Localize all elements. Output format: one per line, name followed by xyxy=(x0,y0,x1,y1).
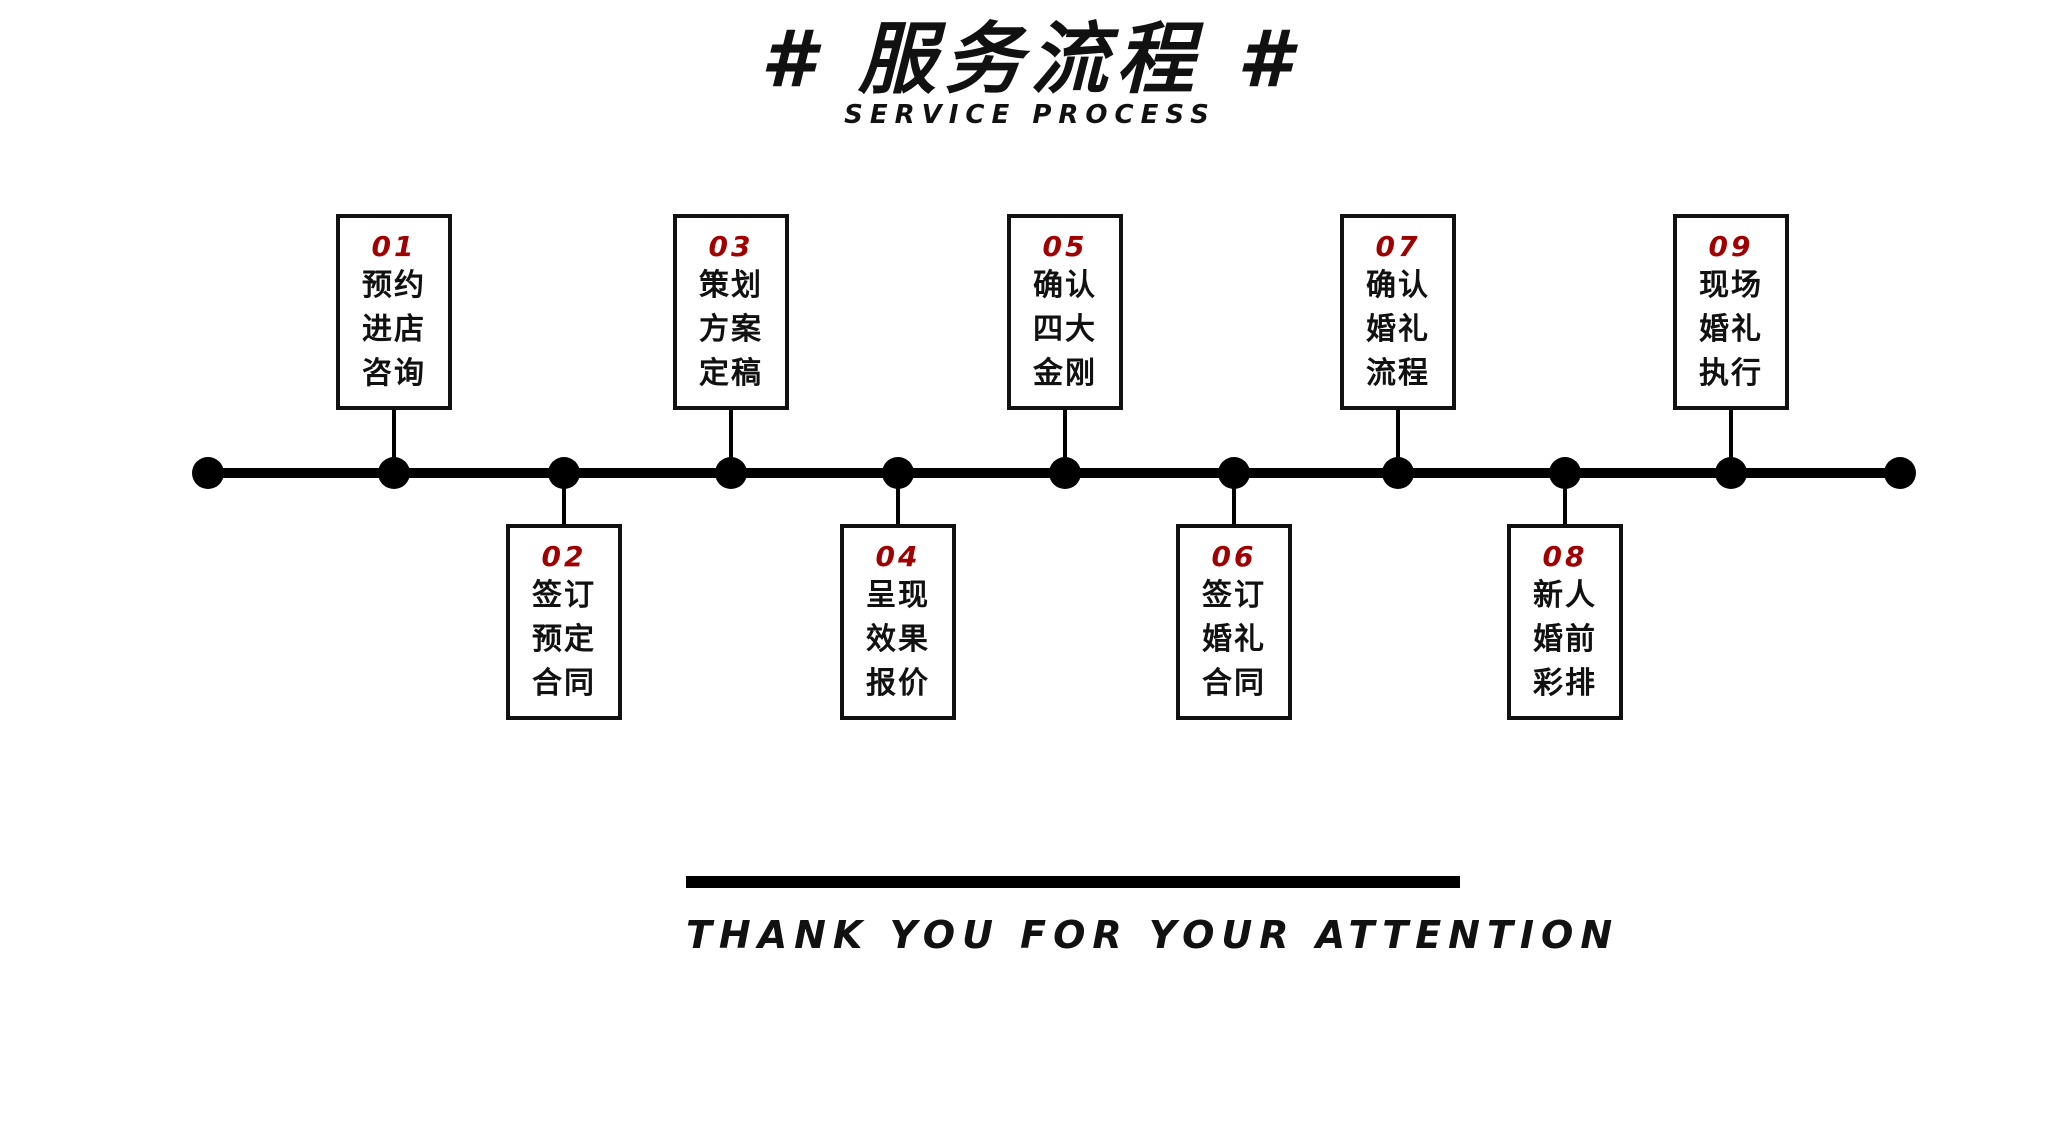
step-number: 09 xyxy=(1708,230,1754,263)
step-card: 05 确认四大金刚 xyxy=(1007,214,1123,410)
step-connector xyxy=(1729,410,1733,473)
step-card: 04 呈现效果报价 xyxy=(840,524,956,720)
step-label-line: 合同 xyxy=(532,666,596,701)
timeline-start-dot xyxy=(192,457,224,489)
step-card: 09 现场婚礼执行 xyxy=(1673,214,1789,410)
footer-thanks: THANK YOU FOR YOUR ATTENTION xyxy=(686,913,1620,957)
step-card: 06 签订婚礼合同 xyxy=(1176,524,1292,720)
step-label-line: 婚礼 xyxy=(1202,622,1266,657)
step-number: 04 xyxy=(875,540,921,573)
step-connector xyxy=(1396,410,1400,473)
step-dot xyxy=(1549,457,1581,489)
step-connector xyxy=(1563,473,1567,524)
step-label-line: 四大 xyxy=(1033,312,1097,347)
step-connector xyxy=(1063,410,1067,473)
step-card: 08 新人婚前彩排 xyxy=(1507,524,1623,720)
step-label-line: 合同 xyxy=(1202,666,1266,701)
step-connector xyxy=(729,410,733,473)
step-label-line: 确认 xyxy=(1366,268,1430,303)
step-label-line: 签订 xyxy=(1202,578,1266,613)
step-dot xyxy=(1715,457,1747,489)
step-label-line: 金刚 xyxy=(1033,356,1097,391)
page-title: # 服务流程 # xyxy=(760,15,1300,105)
step-label-line: 咨询 xyxy=(362,356,426,391)
step-label-line: 彩排 xyxy=(1533,666,1597,701)
step-number: 05 xyxy=(1042,230,1088,263)
step-number: 08 xyxy=(1542,540,1588,573)
step-label-line: 婚前 xyxy=(1533,622,1597,657)
step-label-line: 执行 xyxy=(1699,356,1763,391)
step-connector xyxy=(1232,473,1236,524)
step-label-line: 呈现 xyxy=(866,578,930,613)
step-number: 07 xyxy=(1375,230,1421,263)
step-label-line: 流程 xyxy=(1366,356,1430,391)
step-card: 03 策划方案定稿 xyxy=(673,214,789,410)
step-label-line: 策划 xyxy=(699,268,763,303)
step-dot xyxy=(1049,457,1081,489)
step-connector xyxy=(562,473,566,524)
step-dot xyxy=(882,457,914,489)
footer-divider xyxy=(686,876,1460,888)
step-dot xyxy=(1382,457,1414,489)
step-card: 01 预约进店咨询 xyxy=(336,214,452,410)
step-number: 03 xyxy=(708,230,754,263)
step-label-line: 签订 xyxy=(532,578,596,613)
step-number: 06 xyxy=(1211,540,1257,573)
step-dot xyxy=(715,457,747,489)
step-connector xyxy=(896,473,900,524)
step-label-line: 婚礼 xyxy=(1366,312,1430,347)
step-label-line: 进店 xyxy=(362,312,426,347)
step-card: 02 签订预定合同 xyxy=(506,524,622,720)
step-number: 01 xyxy=(371,230,417,263)
timeline-end-dot xyxy=(1884,457,1916,489)
step-connector xyxy=(392,410,396,473)
step-label-line: 预约 xyxy=(362,268,426,303)
step-label-line: 现场 xyxy=(1699,268,1763,303)
step-label-line: 方案 xyxy=(699,312,763,347)
step-label-line: 定稿 xyxy=(699,356,763,391)
step-dot xyxy=(378,457,410,489)
step-label-line: 预定 xyxy=(532,622,596,657)
step-label-line: 新人 xyxy=(1533,578,1597,613)
step-card: 07 确认婚礼流程 xyxy=(1340,214,1456,410)
step-label-line: 婚礼 xyxy=(1699,312,1763,347)
step-dot xyxy=(548,457,580,489)
step-number: 02 xyxy=(541,540,587,573)
step-label-line: 确认 xyxy=(1033,268,1097,303)
page-subtitle: SERVICE PROCESS xyxy=(844,100,1216,130)
step-dot xyxy=(1218,457,1250,489)
step-label-line: 报价 xyxy=(866,666,930,701)
step-label-line: 效果 xyxy=(866,622,930,657)
